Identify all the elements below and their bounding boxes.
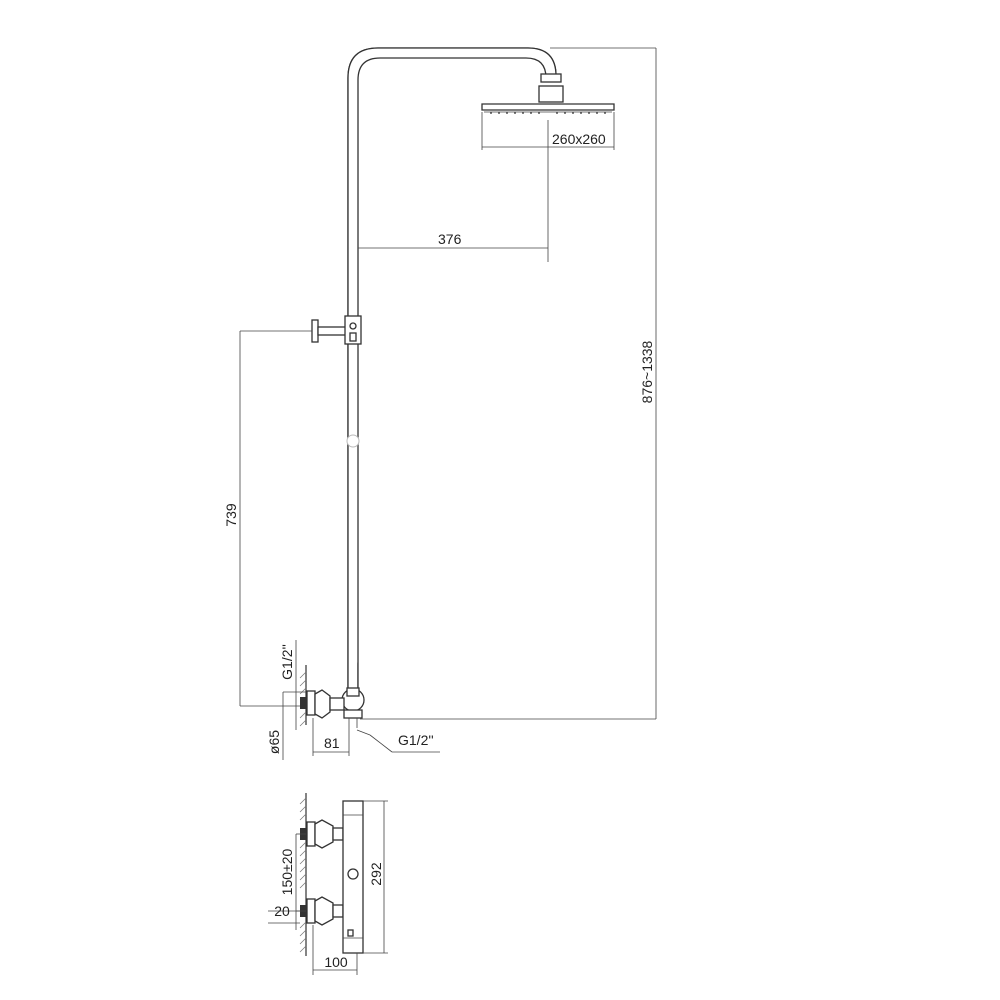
outlet-height-label: 739 <box>223 503 239 527</box>
outlet-thread-label: G1/2'' <box>398 732 434 748</box>
flange-diameter-label: ø65 <box>266 730 282 754</box>
total-height-label: 876~1338 <box>639 340 655 403</box>
mixer-side-view <box>306 689 345 719</box>
wall-section-top <box>299 665 307 727</box>
mixer-dimensions: 292 150±20 20 100 <box>268 800 388 975</box>
slide-ring <box>346 434 360 448</box>
dimensions: 260x260 376 876~1338 739 G1/2'' ø65 81 G… <box>223 47 657 760</box>
wall-bracket <box>311 315 362 345</box>
inlet-thread-label: G1/2'' <box>279 644 295 680</box>
projection-label: 81 <box>324 735 340 751</box>
showerhead-size-label: 260x260 <box>552 131 606 147</box>
mixer-depth-label: 100 <box>324 954 348 970</box>
thermostatic-mixer-side <box>306 800 364 954</box>
arm-reach-label: 376 <box>438 231 462 247</box>
inlet-offset-label: 20 <box>274 903 290 919</box>
inlet-spacing-label: 150±20 <box>279 848 295 895</box>
mixer-height-label: 292 <box>368 862 384 886</box>
shower-column <box>311 47 615 728</box>
wall-section-bottom <box>299 793 307 956</box>
bottom-elbow <box>341 687 365 728</box>
